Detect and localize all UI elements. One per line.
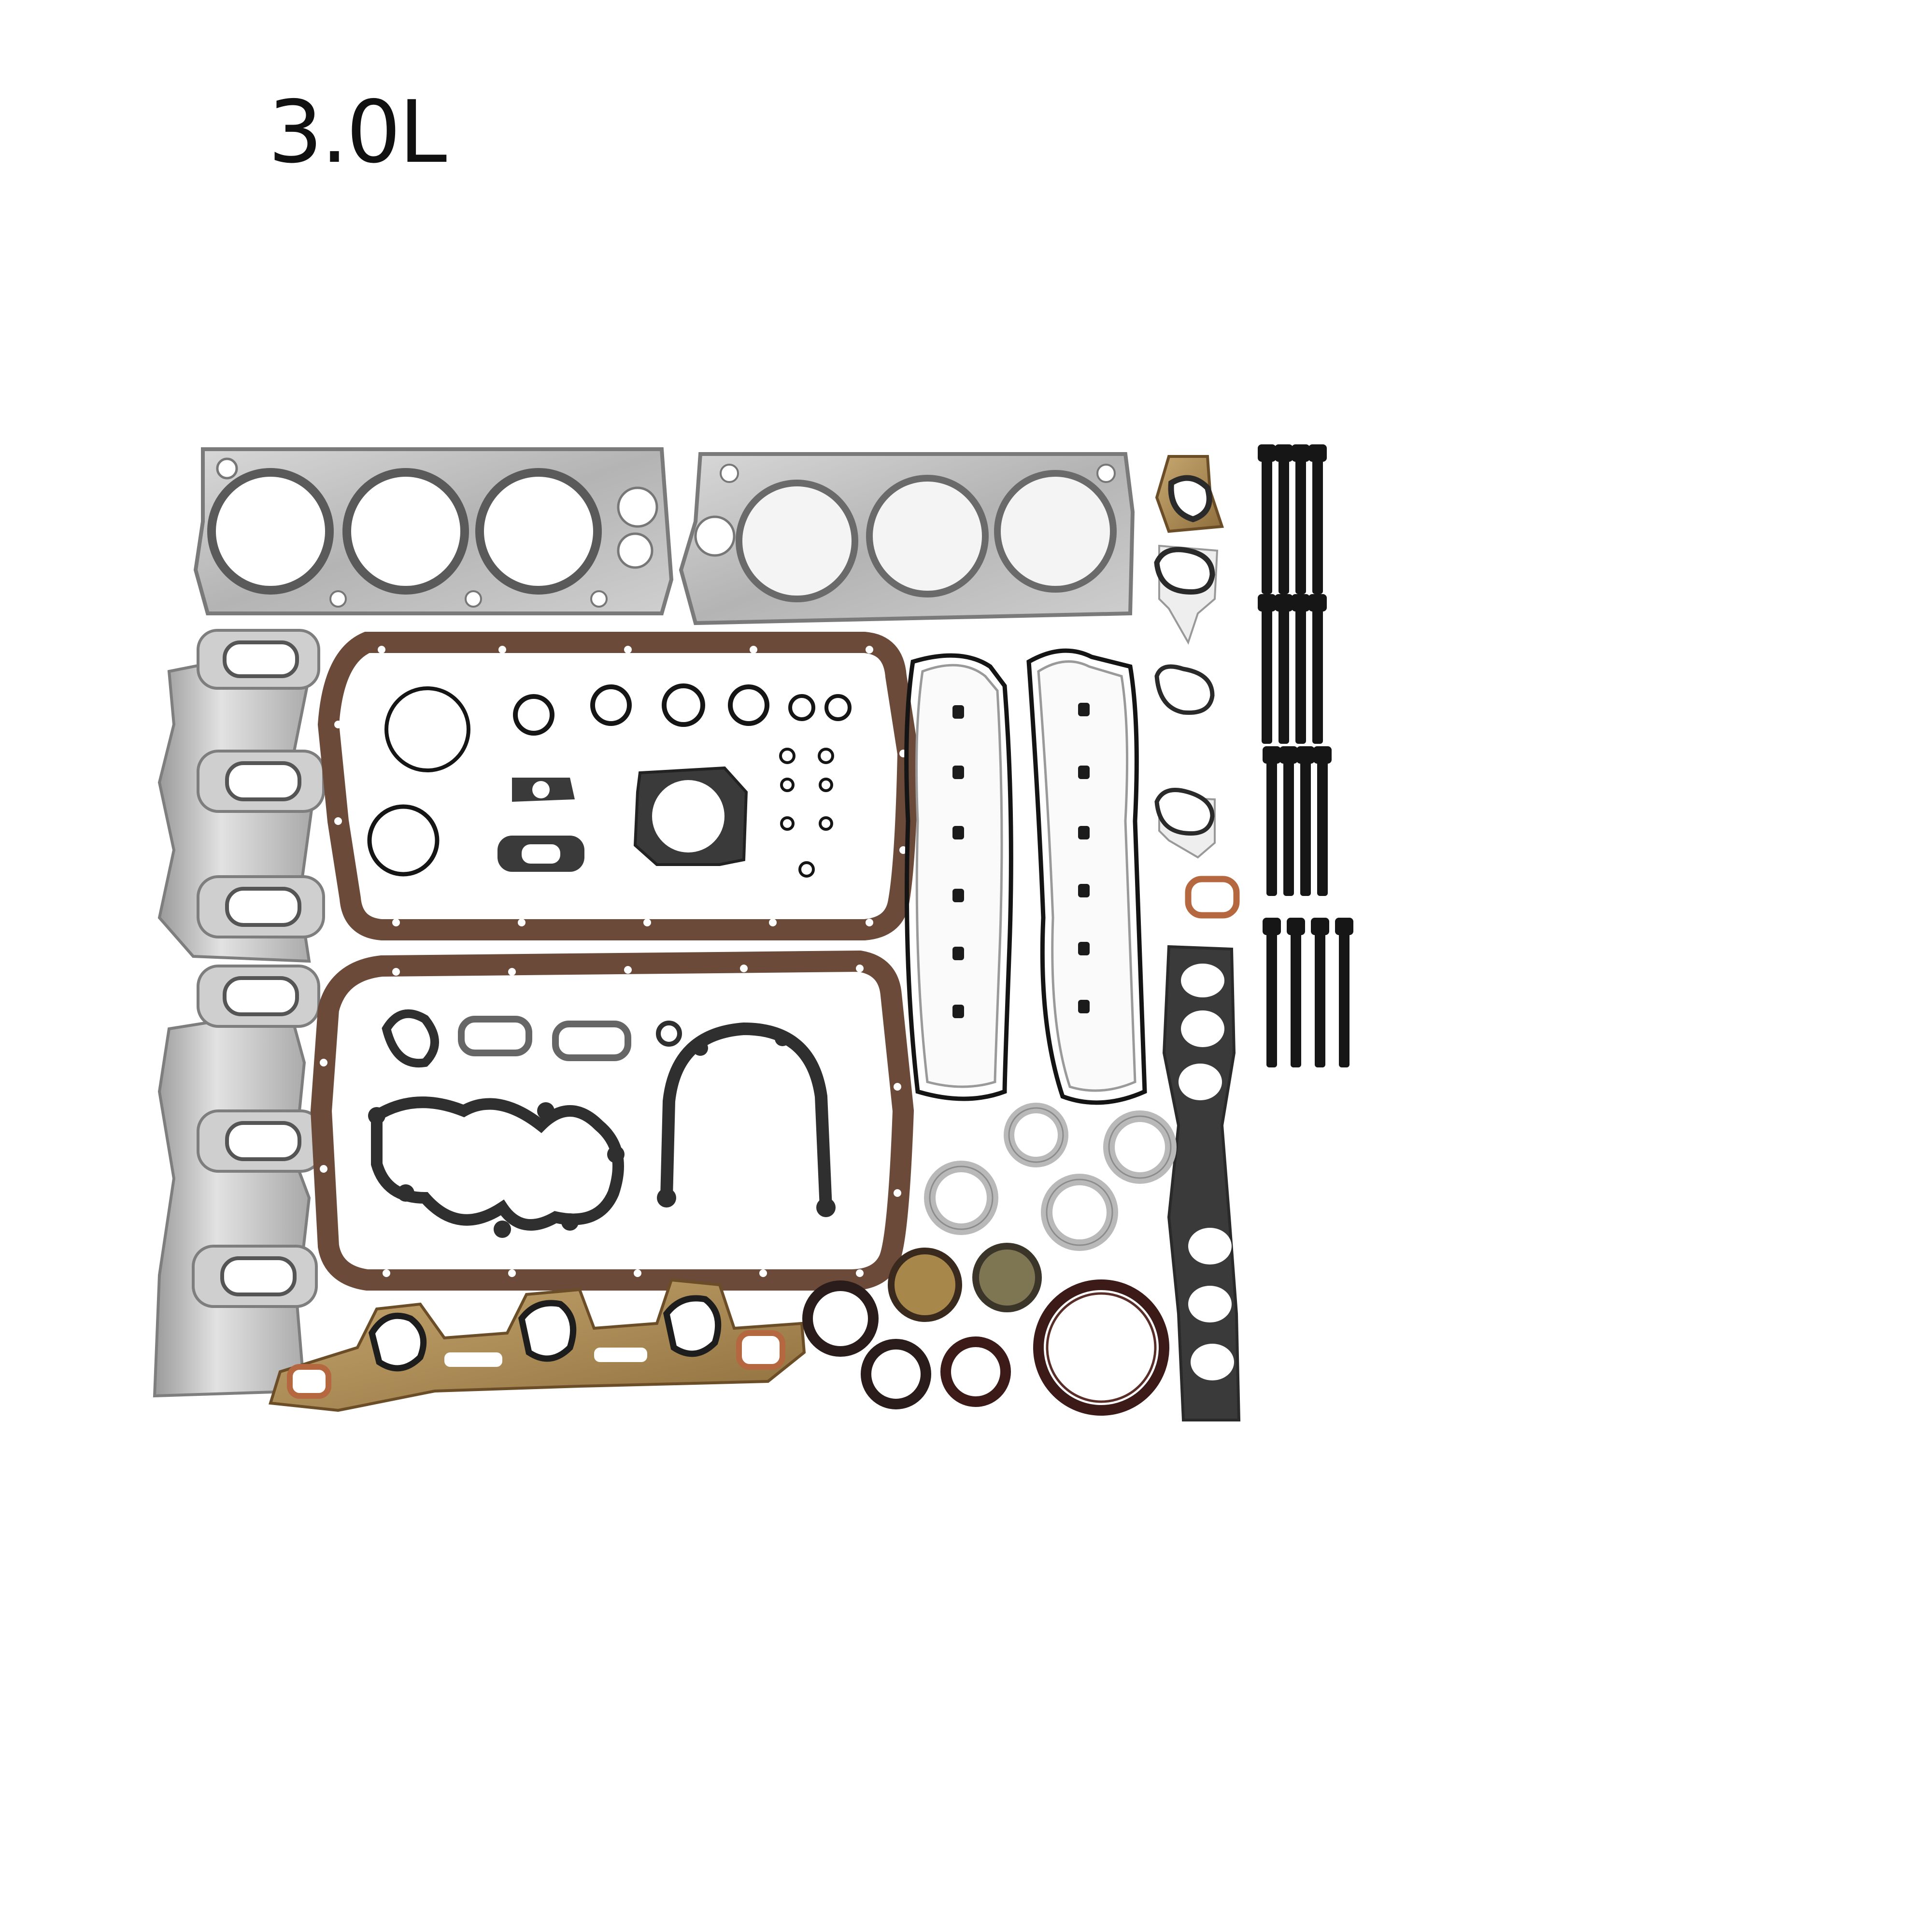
head-gasket-right [679, 452, 1135, 625]
exhaust-heat-shield-lower [153, 1008, 311, 1398]
exhaust-gasket-5 [197, 1109, 323, 1173]
water-outlet-gasket [1155, 455, 1224, 533]
camshaft-plug-olive [972, 1243, 1042, 1312]
oil-pan-gasket-lower [310, 950, 914, 1291]
exhaust-gasket-6 [192, 1245, 318, 1308]
camshaft-plug-bronze [888, 1248, 962, 1322]
thermostat-gasket-lower [1154, 788, 1216, 859]
engine-size-label: 3.0L [268, 82, 447, 182]
thermostat-gasket-top [1154, 544, 1219, 645]
camshaft-seal-3 [940, 1336, 1011, 1407]
head-bolts [1258, 444, 1353, 1067]
water-pump-gasket [368, 1096, 625, 1238]
small-oval-seal [1185, 876, 1240, 919]
camshaft-seal-2 [861, 1339, 931, 1409]
thermostat-gasket-middle [1154, 664, 1215, 715]
camshaft-seal-1 [802, 1280, 879, 1357]
valve-cover-gasket-right [1026, 648, 1147, 1105]
throttle-body-gasket [633, 766, 748, 866]
small-gaskets-lower-set [382, 1009, 682, 1068]
intake-manifold-gasket-bottom [269, 1278, 806, 1412]
exhaust-gasket-2 [197, 750, 325, 813]
egr-gasket-oval [497, 836, 584, 872]
oil-pump-cover-gasket [657, 1022, 836, 1217]
exhaust-gasket-4 [197, 965, 320, 1028]
rear-main-seal [1033, 1279, 1169, 1416]
o-ring-set-upper [367, 683, 852, 878]
intake-plenum-gasket-vertical [1162, 945, 1241, 1421]
egr-gasket-small [512, 778, 575, 802]
valve-cover-gasket-left [904, 653, 1013, 1101]
exhaust-gasket-3 [197, 875, 325, 938]
exhaust-gasket-1 [197, 629, 320, 690]
head-gasket-left [193, 447, 674, 615]
metal-seal-rings [924, 1103, 1177, 1251]
